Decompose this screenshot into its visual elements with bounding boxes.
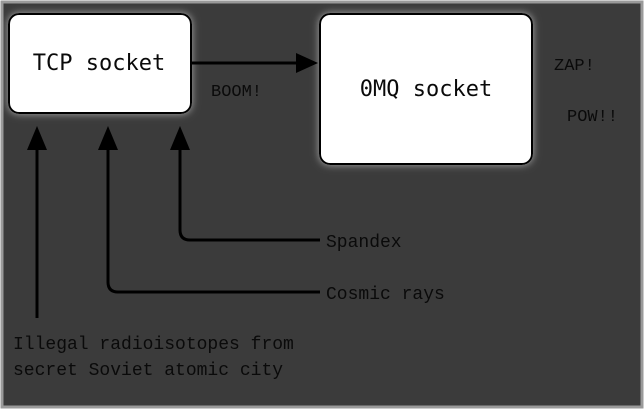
zmq-socket-label: 0MQ socket: [360, 77, 492, 102]
tcp-socket-node: TCP socket: [8, 13, 192, 114]
tcp-socket-label: TCP socket: [33, 51, 165, 76]
radioisotopes-label-line2: secret Soviet atomic city: [13, 361, 283, 381]
spandex-arrow: [170, 126, 320, 242]
radioisotopes-label-line1: Illegal radioisotopes from: [13, 335, 294, 355]
zmq-socket-box: [319, 13, 533, 165]
tcp-to-zmq-arrowhead: [296, 53, 318, 73]
spandex-label: Spandex: [326, 233, 402, 253]
boom-label: BOOM!: [211, 83, 262, 102]
zmq-socket-node: 0MQ socket: [319, 13, 533, 165]
pow-label: POW!!: [567, 108, 618, 127]
cosmic-rays-label: Cosmic rays: [326, 285, 445, 305]
zap-label: ZAP!: [554, 57, 595, 76]
radioisotopes-arrow: [27, 126, 47, 318]
cosmic-rays-arrow: [98, 126, 320, 294]
tcp-socket-box: [8, 13, 192, 114]
